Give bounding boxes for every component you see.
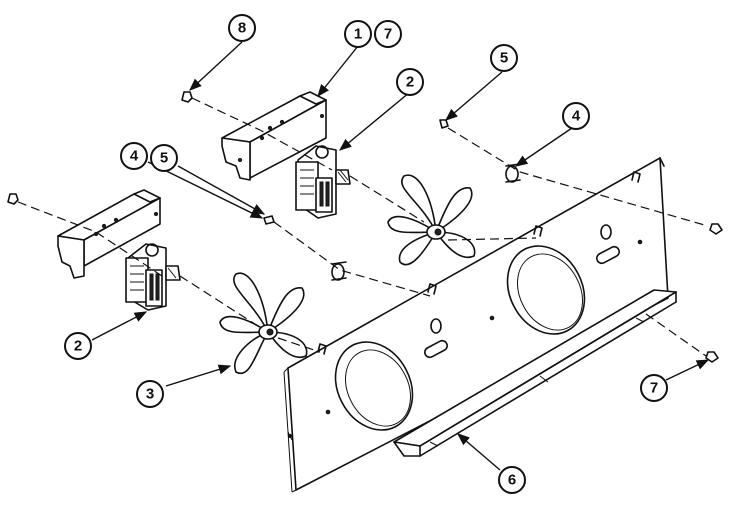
callout-3-label: 3 bbox=[146, 386, 154, 403]
callout-3: 3 bbox=[136, 380, 164, 408]
nut-upper-left bbox=[181, 91, 193, 103]
callout-4-right-label: 4 bbox=[572, 108, 581, 125]
callout-6: 6 bbox=[498, 466, 526, 494]
callout-5-left: 5 bbox=[150, 144, 178, 172]
callout-7-lower: 7 bbox=[640, 374, 668, 402]
callout-5-upper-label: 5 bbox=[500, 50, 508, 67]
screw-right bbox=[709, 223, 723, 235]
callout-leaders bbox=[91, 41, 710, 471]
upper-motor bbox=[295, 145, 351, 219]
callout-2-upper-label: 2 bbox=[406, 74, 414, 91]
lower-motor bbox=[125, 243, 181, 311]
callout-1: 1 bbox=[344, 20, 372, 48]
callout-2-lower: 2 bbox=[64, 332, 92, 360]
callout-2-upper: 2 bbox=[396, 68, 424, 96]
callout-5-left-label: 5 bbox=[160, 150, 168, 167]
callout-5-upper: 5 bbox=[490, 44, 518, 72]
assembly-lines bbox=[17, 97, 709, 357]
lower-motor-bracket bbox=[57, 189, 161, 279]
screw-upper bbox=[439, 119, 449, 129]
clip-upper bbox=[505, 163, 521, 183]
callout-2-lower-label: 2 bbox=[74, 338, 82, 355]
callout-8-label: 8 bbox=[238, 20, 246, 37]
callout-1-label: 1 bbox=[354, 26, 362, 43]
nut-lower-left bbox=[7, 193, 19, 205]
clip-lower bbox=[331, 261, 347, 281]
callout-6-label: 6 bbox=[508, 472, 516, 489]
callout-4-left-label: 4 bbox=[130, 148, 139, 165]
screw-middle bbox=[263, 215, 275, 225]
callout-7-lower-label: 7 bbox=[650, 380, 658, 397]
callout-4-right: 4 bbox=[562, 102, 590, 130]
callout-7-upper-label: 7 bbox=[384, 26, 392, 43]
callout-8: 8 bbox=[228, 14, 256, 42]
lower-fan-blade bbox=[219, 272, 308, 375]
upper-fan-blade bbox=[387, 174, 476, 266]
upper-motor-bracket bbox=[221, 91, 327, 181]
trim-strip bbox=[393, 289, 677, 457]
front-panel bbox=[283, 157, 669, 493]
callout-4-left: 4 bbox=[120, 142, 148, 170]
callout-7-upper: 7 bbox=[374, 20, 402, 48]
